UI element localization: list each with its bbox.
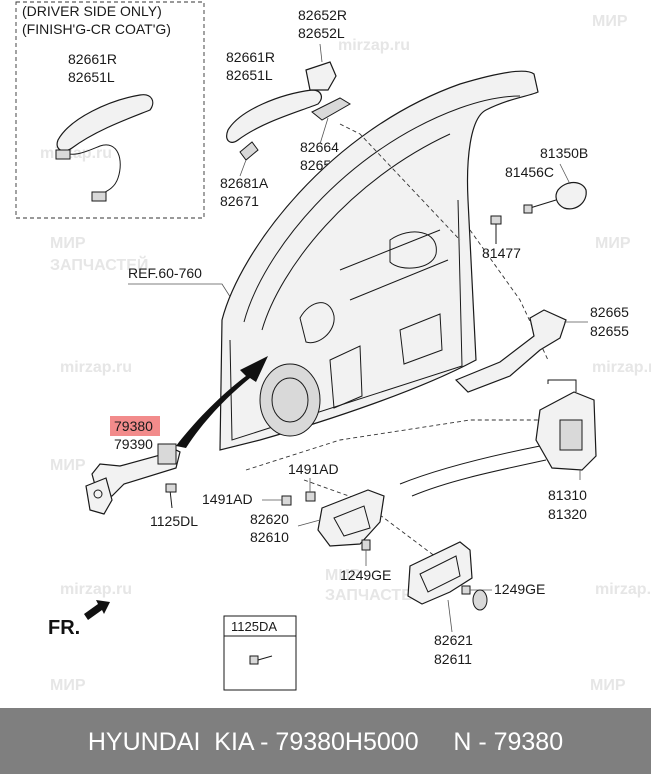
watermark-mir: МИР (50, 235, 86, 252)
label-1249ge-right: 1249GE (494, 581, 545, 597)
inset-frame (15, 1, 205, 219)
door-shell (219, 70, 539, 451)
label-82664: 82664 (300, 139, 339, 155)
inset-part-b: 82651L (68, 69, 115, 85)
watermark-zapchasti: ЗАПЧАСТЕЙ (325, 585, 423, 604)
label-82610: 82610 (250, 529, 289, 545)
label-82655: 82655 (590, 323, 629, 339)
label-81350b: 81350B (540, 145, 588, 161)
label-82652r: 82652R (298, 7, 347, 23)
door-check-strap (85, 443, 181, 515)
label-ref: REF.60-760 (128, 265, 202, 281)
watermark-mir: МИР (595, 235, 631, 252)
label-82651l: 82651L (226, 67, 273, 83)
label-1249ge-left: 1249GE (340, 567, 391, 583)
label-82665: 82665 (590, 304, 629, 320)
check-strap-bracket (85, 477, 113, 515)
inside-handle (317, 489, 385, 547)
watermark-site: mirzap.ru (592, 359, 651, 376)
label-81456c: 81456C (505, 164, 554, 180)
bolt-81456c (523, 204, 533, 214)
latch-cable-2 (411, 459, 547, 497)
watermark-site: mirzap.ru (595, 581, 651, 598)
screw-1249ge-a (361, 539, 371, 551)
handle-gasket (311, 97, 351, 121)
label-81320: 81320 (548, 506, 587, 522)
door-outer (219, 70, 539, 451)
label-1491ad-left: 1491AD (202, 491, 253, 507)
handle-sensor (55, 149, 71, 160)
label-1491ad-top: 1491AD (288, 461, 339, 477)
fr-arrow-icon (84, 600, 110, 620)
latch-cable-1 (399, 445, 541, 485)
label-79380: 79380 (114, 418, 153, 434)
watermark-site: mirzap.ru (60, 581, 132, 598)
watermark-mir: МИР (325, 567, 361, 584)
watermark-site: mirzap.ru (40, 145, 112, 162)
footer-bar: HYUNDAI KIA - 79380H5000 N - 79380 (0, 708, 651, 774)
outside-handle-chrome (56, 94, 154, 152)
label-82620: 82620 (250, 511, 289, 527)
location-arrow (176, 356, 268, 448)
label-82621: 82621 (434, 632, 473, 648)
label-79390: 79390 (114, 436, 153, 452)
watermark-site: mirzap.ru (338, 37, 410, 54)
highlight-79380 (110, 416, 160, 436)
watermark-mir: МИР (592, 13, 628, 30)
handle-bezel (407, 541, 473, 605)
handle-cover (305, 61, 337, 91)
watermark-zapchasti: ЗАПЧАСТЕЙ (50, 255, 148, 274)
watermark-site: mirzap.ru (60, 359, 132, 376)
box-1125da: 1125DA (223, 615, 297, 691)
check-strap-case (157, 443, 177, 465)
bolt-1125dl (165, 483, 177, 493)
screw-1249ge-b (461, 585, 471, 595)
bolt-81477 (490, 215, 502, 225)
label-81477: 81477 (482, 245, 521, 261)
watermark-mir: МИР (50, 677, 86, 694)
latch-mechanism (559, 419, 583, 451)
watermark-mir: МИР (50, 457, 86, 474)
label-82652l: 82652L (298, 25, 345, 41)
inset-driver-side: (DRIVER SIDE ONLY) (FINISH'G-CR COAT'G) … (15, 1, 205, 219)
label-1125da: 1125DA (231, 619, 277, 634)
watermarks: МИР mirzap.ru mirzap.ru МИР МИР ЗАПЧАСТЕ… (40, 13, 651, 694)
inset-part-a: 82661R (68, 51, 117, 67)
box-1125da-frame (223, 615, 297, 691)
clip-1491ad-b (281, 495, 292, 506)
label-81310: 81310 (548, 487, 587, 503)
bezel-cap (472, 589, 488, 611)
handle-pad (239, 141, 259, 161)
label-82671: 82671 (220, 193, 259, 209)
bolt-1125da-icon (249, 655, 259, 665)
handle-bracket (454, 309, 567, 393)
inset-note-line1: (DRIVER SIDE ONLY) (22, 3, 162, 19)
footer-text: HYUNDAI KIA - 79380H5000 N - 79380 (87, 728, 564, 756)
fuel-door-actuator (555, 181, 587, 210)
inset-note-line2: (FINISH'G-CR COAT'G) (22, 21, 171, 37)
diagram-canvas: МИР mirzap.ru mirzap.ru МИР МИР ЗАПЧАСТЕ… (15, 1, 651, 694)
label-82681a: 82681A (220, 175, 269, 191)
handle-wire (61, 144, 121, 197)
outside-handle (226, 89, 322, 143)
label-fr: FR. (48, 617, 80, 639)
label-82611: 82611 (434, 651, 472, 667)
watermark-mir: МИР (590, 677, 626, 694)
label-82661r: 82661R (226, 49, 275, 65)
wire-connector (91, 191, 107, 202)
speaker-hole (259, 363, 321, 437)
label-1125dl: 1125DL (150, 513, 198, 529)
clip-1491ad-a (305, 491, 316, 502)
